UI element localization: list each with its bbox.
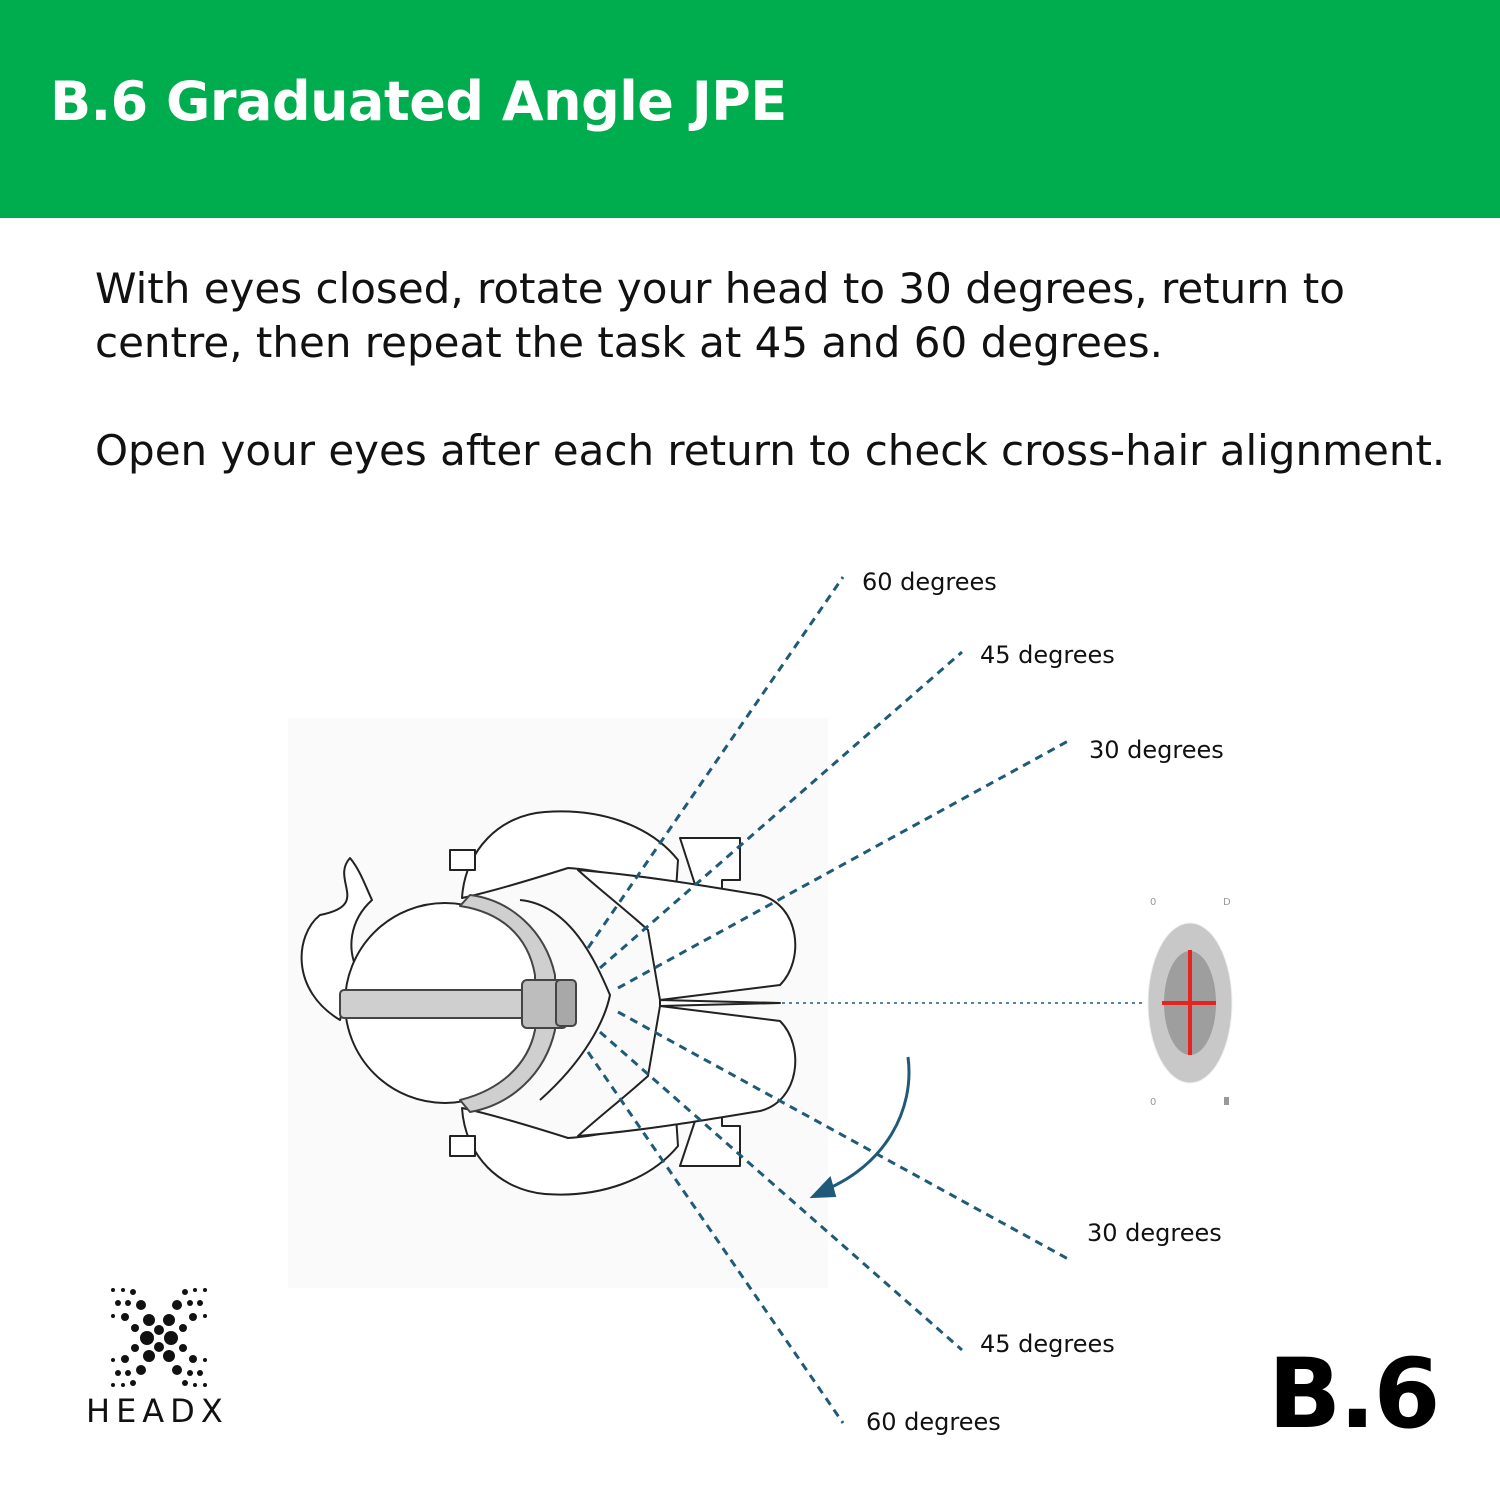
label-lower-30: 30 degrees — [1087, 1219, 1222, 1247]
label-lower-45: 45 degrees — [980, 1330, 1115, 1358]
section-code-badge: B.6 — [1268, 1338, 1440, 1450]
angle-line-lower-60 — [586, 1051, 845, 1424]
svg-text:0: 0 — [1150, 1097, 1156, 1108]
label-upper-60: 60 degrees — [862, 568, 997, 596]
label-upper-30: 30 degrees — [1089, 736, 1224, 764]
angle-line-upper-60 — [586, 576, 845, 949]
page-title: B.6 Graduated Angle JPE — [50, 70, 787, 133]
headx-dot-x-icon — [111, 1288, 207, 1387]
header-banner: B.6 Graduated Angle JPE — [0, 0, 1500, 218]
svg-text:D: D — [1223, 897, 1231, 908]
angle-line-upper-30 — [617, 738, 1071, 990]
instructions: With eyes closed, rotate your head to 30… — [95, 262, 1455, 532]
crosshair-target-icon: 0 D 0 — [1147, 897, 1233, 1108]
label-lower-60: 60 degrees — [866, 1408, 1001, 1436]
angle-line-lower-45 — [599, 1030, 963, 1352]
angle-line-upper-45 — [599, 650, 963, 970]
angle-line-lower-30 — [617, 1010, 1071, 1262]
brand-logo-text: HEADX — [86, 1392, 229, 1430]
rotation-arrow-icon — [809, 1056, 911, 1199]
svg-text:0: 0 — [1150, 897, 1156, 908]
instruction-paragraph-1: With eyes closed, rotate your head to 30… — [95, 264, 1345, 367]
instruction-paragraph-2: Open your eyes after each return to chec… — [95, 426, 1446, 475]
label-upper-45: 45 degrees — [980, 641, 1115, 669]
head-figure-icon — [300, 810, 797, 1196]
